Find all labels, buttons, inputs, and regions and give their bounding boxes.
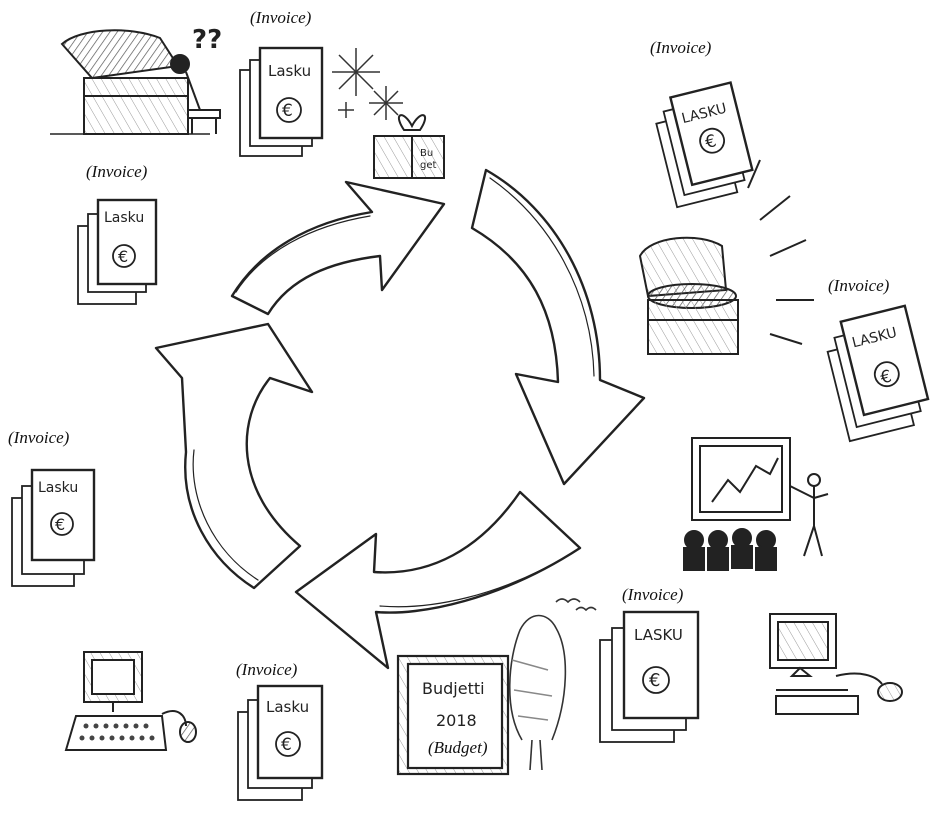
invoice-doc-euro-1: €	[282, 101, 293, 121]
cycle-arrow-left	[156, 324, 312, 588]
invoice-doc-title-5: Lasku	[38, 480, 78, 496]
tree-illustration	[510, 599, 596, 770]
invoice-caption-6: (Invoice)	[622, 585, 683, 605]
invoice-caption-4: (Invoice)	[828, 276, 889, 296]
budget-caption: (Budget)	[428, 738, 487, 758]
invoice-document-4: LASKU €	[821, 306, 933, 441]
invoice-doc-title-1: Lasku	[268, 62, 311, 80]
invoice-caption-1: (Invoice)	[250, 8, 311, 28]
invoice-doc-euro-3: €	[118, 247, 128, 266]
invoice-caption-7: (Invoice)	[236, 660, 297, 680]
gift-label-line2: get	[420, 160, 437, 171]
cycle-arrow-bottom	[296, 492, 580, 668]
gift-label-line1: Bu	[420, 148, 433, 159]
question-marks: ??	[192, 25, 222, 55]
invoice-doc-euro-5: €	[55, 515, 65, 534]
cycle-arrow-right	[472, 170, 644, 484]
presentation-illustration	[684, 438, 828, 570]
budget-year: 2018	[436, 711, 477, 730]
invoice-doc-euro-6: €	[281, 735, 292, 755]
invoice-doc-title-7: LASKU	[634, 626, 683, 644]
snowflake-icon	[332, 48, 403, 120]
invoice-doc-title-3: Lasku	[104, 210, 144, 226]
invoice-caption-3: (Invoice)	[86, 162, 147, 182]
invoice-doc-title-6: Lasku	[266, 698, 309, 716]
invoice-doc-euro-7: €	[649, 670, 660, 691]
budget-title: Budjetti	[422, 679, 485, 698]
computer-illustration-right	[770, 614, 902, 714]
cycle-arrow-top	[232, 182, 444, 314]
invoice-caption-5: (Invoice)	[8, 428, 69, 448]
invoice-caption-2: (Invoice)	[650, 38, 711, 58]
cycle-arrows	[156, 170, 644, 668]
computer-illustration-left	[66, 652, 196, 750]
invoice-document-2: LASKU €	[651, 83, 757, 208]
